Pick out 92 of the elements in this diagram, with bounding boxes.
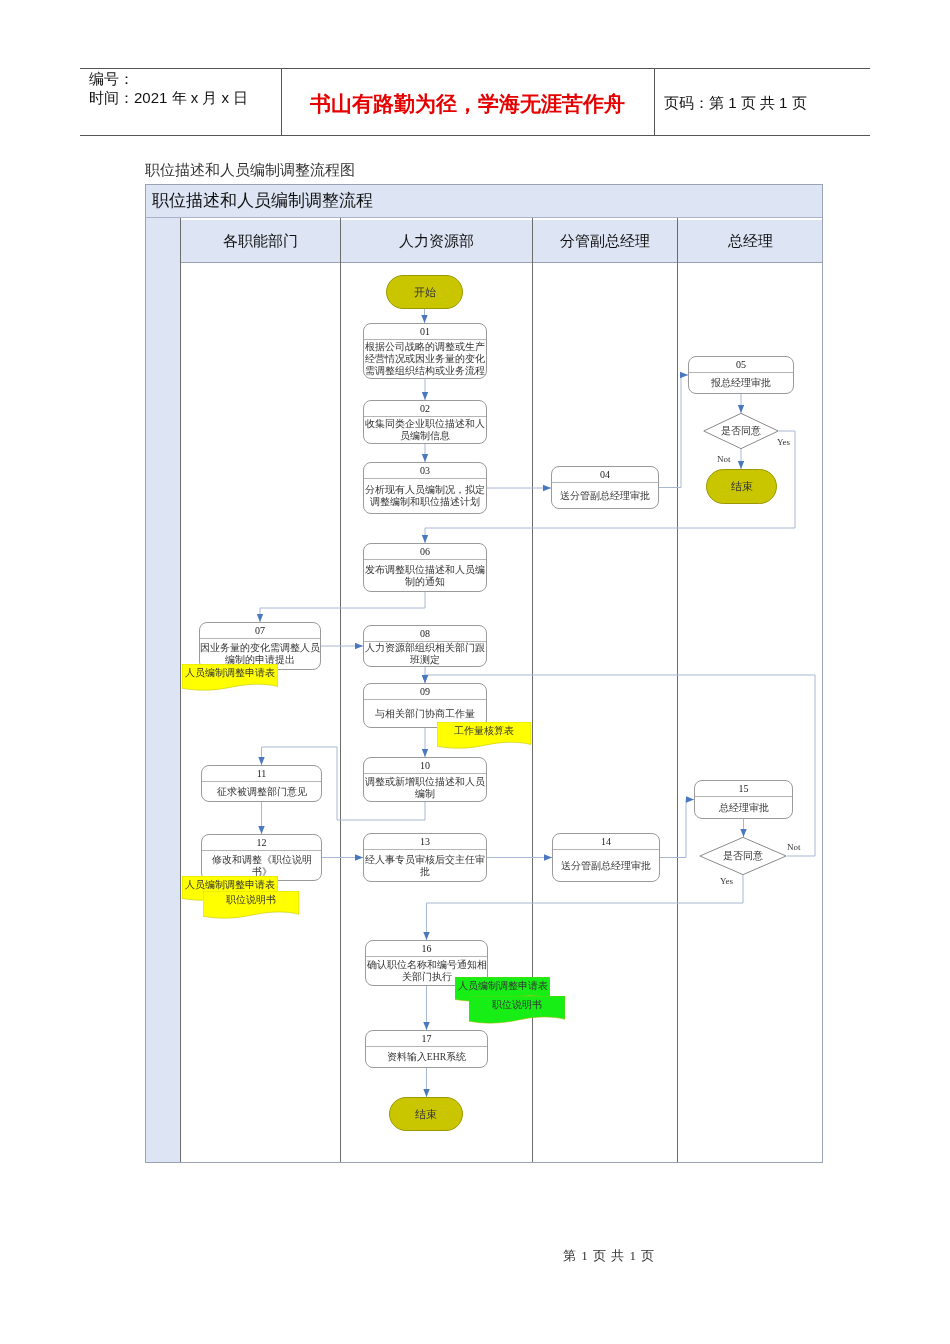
step-text: 分析现有人员编制况，拟定调整编制和职位描述计划 xyxy=(364,484,486,508)
step-text: 送分管副总经理审批 xyxy=(560,489,650,502)
lane-header: 总经理 xyxy=(678,220,822,263)
edge-label: Not xyxy=(716,454,732,464)
step-text: 经人事专员审核后交主任审批 xyxy=(364,853,486,878)
step-number: 09 xyxy=(420,686,430,697)
process-box xyxy=(363,400,487,444)
document-shape: 人员编制调整申请表 xyxy=(182,664,278,691)
process-box xyxy=(694,780,793,819)
arrow xyxy=(320,642,364,650)
step-text: 人力资源部组织相关部门跟班测定 xyxy=(364,642,486,666)
arrow xyxy=(423,985,430,1031)
step-number: 05 xyxy=(736,359,746,370)
step-number: 08 xyxy=(420,628,430,639)
pool-header: 职位描述和人员编制调整流程 xyxy=(146,185,822,218)
step-number: 13 xyxy=(420,836,430,847)
step-number: 15 xyxy=(738,783,749,794)
step-number: 10 xyxy=(420,760,430,771)
arrow xyxy=(740,818,747,838)
arrow xyxy=(258,746,426,821)
process-box xyxy=(551,466,659,509)
lane-header: 人力资源部 xyxy=(341,220,532,263)
page-footer: 第 1 页 共 1 页 xyxy=(563,1248,656,1263)
step-text: 发布调整职位描述和人员编制的通知 xyxy=(364,563,486,588)
step-number: 04 xyxy=(600,469,610,480)
document-shape: 工作量核算表 xyxy=(437,722,531,749)
step-text: 根据公司战略的调整或生产经营情况或因业务量的变化需调整组织结构或业务流程 xyxy=(364,341,486,377)
step-text: 报总经理审批 xyxy=(711,377,771,389)
arrow xyxy=(421,727,429,758)
step-number: 01 xyxy=(420,326,430,337)
lane-header: 各职能部门 xyxy=(181,220,340,263)
step-number: 02 xyxy=(420,403,430,414)
arrow xyxy=(421,378,429,401)
document-shape: 职位说明书 xyxy=(203,891,299,919)
step-text: 与相关部门协商工作量 xyxy=(375,707,475,720)
process-box xyxy=(365,1030,488,1068)
arrow xyxy=(423,874,744,941)
process-box xyxy=(201,765,322,802)
step-number: 12 xyxy=(256,837,267,848)
step-text: 送分管副总经理审批 xyxy=(561,859,651,872)
process-box xyxy=(552,833,660,882)
arrow xyxy=(423,1067,430,1098)
arrow xyxy=(421,430,796,544)
edge-label: Not xyxy=(786,842,802,852)
step-number: 14 xyxy=(601,836,611,847)
arrow xyxy=(321,854,364,861)
swimlane xyxy=(677,218,822,1162)
step-number: 17 xyxy=(421,1033,432,1044)
process-box xyxy=(201,834,322,881)
step-text: 修改和调整《职位说明书》 xyxy=(210,853,313,878)
process-box xyxy=(363,543,487,592)
edge-label: Yes xyxy=(719,876,735,886)
arrow xyxy=(737,448,745,470)
process-box xyxy=(363,757,487,802)
process-box xyxy=(363,462,487,514)
arrow xyxy=(421,674,816,857)
step-number: 03 xyxy=(420,465,430,476)
process-box xyxy=(363,625,487,667)
lane-header: 分管副总经理 xyxy=(533,220,677,263)
process-box xyxy=(363,323,487,379)
step-number: 11 xyxy=(256,768,267,779)
header-field: 编号： xyxy=(89,70,134,87)
page-number: 页码：第 1 页 共 1 页 xyxy=(664,94,807,111)
decision-diamond: 是否同意 xyxy=(699,837,787,875)
arrow xyxy=(659,796,695,858)
arrow xyxy=(658,371,689,488)
diagram-title: 职位描述和人员编制调整流程图 xyxy=(145,161,355,179)
process-box xyxy=(688,356,794,394)
arrow xyxy=(421,443,429,463)
swimlane xyxy=(180,218,340,1162)
step-number: 07 xyxy=(255,625,265,636)
arrow xyxy=(737,393,745,414)
step-text: 收集同类企业职位描述和人员编制信息 xyxy=(364,418,486,442)
process-box xyxy=(363,833,487,882)
arrow xyxy=(258,801,265,835)
step-text: 资料输入EHR系统 xyxy=(386,1051,467,1063)
document-shape: 职位说明书 xyxy=(469,996,565,1024)
arrow xyxy=(256,591,426,623)
arrow xyxy=(421,308,428,324)
header-field: 时间：2021 年 x 月 x 日 xyxy=(89,89,249,106)
edge-label: Yes xyxy=(776,437,792,447)
step-text: 总经理审批 xyxy=(718,801,769,814)
motto-text: 书山有路勤为径，学海无涯苦作舟 xyxy=(309,91,625,116)
arrow xyxy=(486,484,552,492)
arrow xyxy=(486,854,553,861)
swimlane-pool xyxy=(145,184,823,1163)
process-box xyxy=(363,683,487,728)
step-text: 调整或新增职位描述和人员编制 xyxy=(364,775,486,800)
step-text: 征求被调整部门意见 xyxy=(216,785,307,798)
step-number: 06 xyxy=(420,546,430,557)
step-number: 16 xyxy=(421,943,432,954)
step-text: 因业务量的变化需调整人员编制的申请提出 xyxy=(200,642,320,666)
